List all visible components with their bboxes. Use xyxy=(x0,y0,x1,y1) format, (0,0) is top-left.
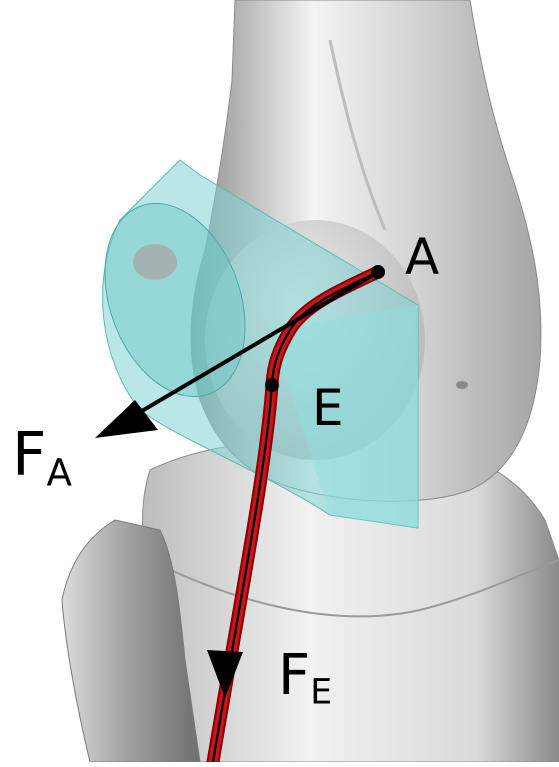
point-a-marker xyxy=(371,265,385,279)
force-a-subscript: A xyxy=(47,450,72,494)
force-e-label: FE xyxy=(278,648,332,710)
femur-notch xyxy=(456,381,468,389)
point-a-text: A xyxy=(405,228,439,286)
force-e-subscript: E xyxy=(310,673,332,713)
force-a-main: F xyxy=(12,420,47,490)
point-e-label: E xyxy=(312,383,344,433)
point-a-label: A xyxy=(405,232,439,282)
point-e-text: E xyxy=(312,379,344,437)
cylinder-hole xyxy=(133,244,177,280)
force-a-label: FA xyxy=(12,425,72,492)
force-e-main: F xyxy=(278,643,310,708)
point-e-marker xyxy=(265,378,279,392)
